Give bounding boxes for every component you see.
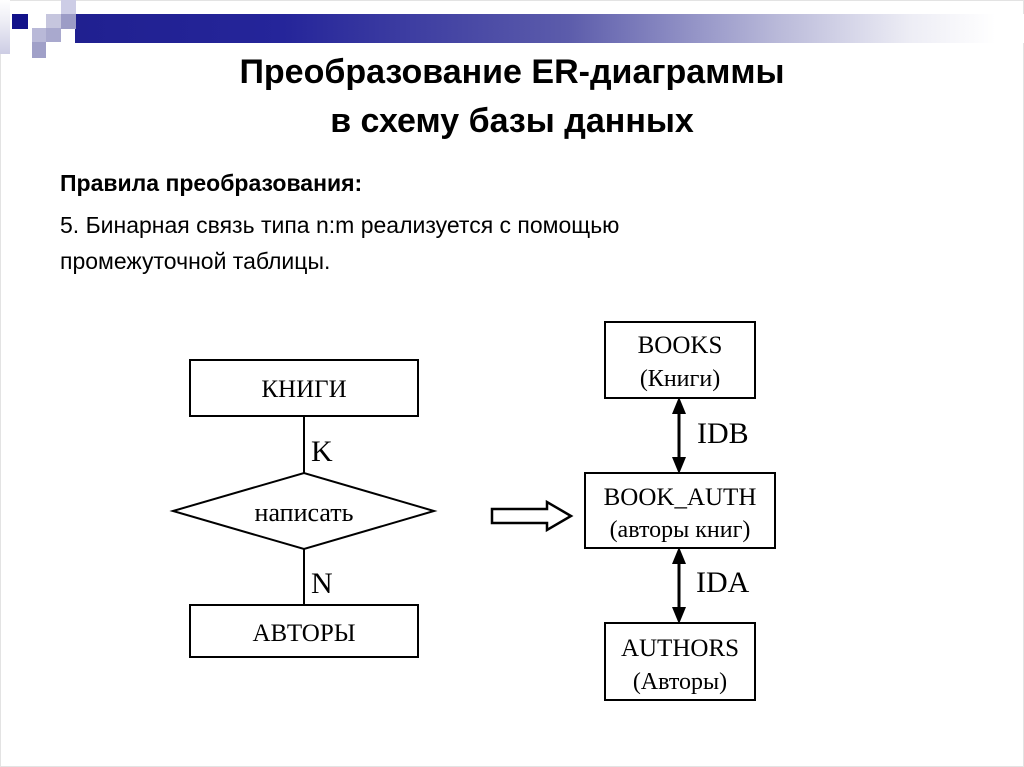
rules-block: Правила преобразования: 5. Бинарная связ… <box>60 165 800 279</box>
er-relationship-label: написать <box>255 498 354 527</box>
db-table-authors-rect <box>604 622 756 701</box>
db-table-books-rect <box>604 321 756 399</box>
db-table-books-subtitle: (Книги) <box>640 366 720 392</box>
db-table-authors-name: AUTHORS <box>621 635 739 662</box>
slide-title-line1: Преобразование ER-диаграммы <box>239 53 785 91</box>
db-link-idb-label: IDB <box>697 417 749 450</box>
header-gradient-bar <box>75 14 1024 43</box>
deco-square <box>32 28 46 42</box>
er-entity-books-label: КНИГИ <box>261 376 346 403</box>
db-table-bookauth-name: BOOK_AUTH <box>604 484 757 511</box>
deco-square <box>46 28 61 42</box>
er-relationship-diamond <box>169 471 438 551</box>
db-table-authors-subtitle: (Авторы) <box>633 669 727 695</box>
deco-square <box>46 14 61 28</box>
transform-arrow-icon <box>490 499 574 533</box>
deco-square <box>61 0 76 14</box>
deco-square <box>32 42 46 58</box>
rule-text: 5. Бинарная связь типа n:m реализуется с… <box>60 207 800 279</box>
rule-text-line1: 5. Бинарная связь типа n:m реализуется с… <box>60 212 620 238</box>
slide-title-line2: в схему базы данных <box>330 102 694 140</box>
db-link-ida-arrow <box>672 547 686 624</box>
db-table-bookauth-subtitle: (авторы книг) <box>610 517 751 543</box>
db-link-idb-arrow <box>672 397 686 474</box>
er-cardinality-k-label: K <box>311 435 333 468</box>
deco-square-navy <box>12 14 28 29</box>
rule-text-line2: промежуточной таблицы. <box>60 248 331 274</box>
er-cardinality-n-label: N <box>311 567 333 600</box>
deco-square <box>61 14 76 29</box>
er-entity-authors-label: АВТОРЫ <box>252 620 355 647</box>
rules-heading: Правила преобразования: <box>60 170 363 196</box>
db-table-books-name: BOOKS <box>638 332 723 359</box>
db-table-bookauth-rect <box>584 472 776 549</box>
db-link-ida-label: IDA <box>696 566 750 599</box>
left-gradient-strip <box>0 0 10 54</box>
er-entity-authors-rect <box>189 604 419 658</box>
slide-title: Преобразование ER-диаграммы в схему базы… <box>0 48 1024 146</box>
